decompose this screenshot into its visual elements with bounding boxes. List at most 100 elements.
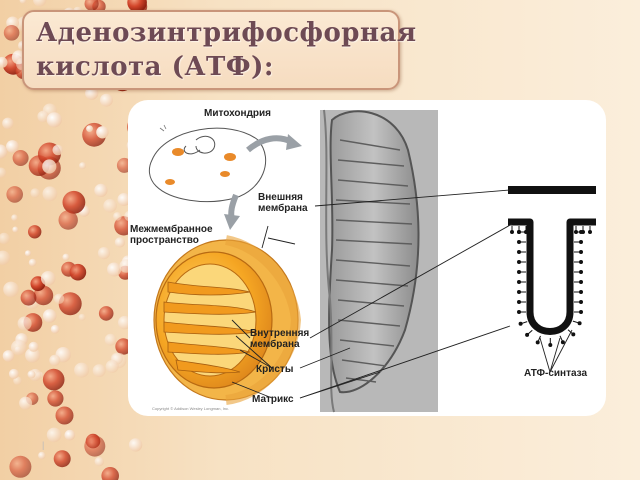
mitochondria-diagram <box>148 109 596 413</box>
pale-bead <box>42 309 57 323</box>
pale-bead <box>99 93 113 107</box>
atp-synthase-head <box>579 240 583 244</box>
page-mark: | <box>42 440 45 450</box>
pale-bead <box>62 253 70 261</box>
atp-synthase-head <box>517 300 521 304</box>
atp-synthase-head <box>510 230 514 234</box>
atp-synthase-head <box>517 250 521 254</box>
diagram-panel: Митохондрия Внешняя мембрана Межмембранн… <box>128 100 606 416</box>
atp-synthase-head <box>579 310 583 314</box>
pale-bead <box>27 370 36 379</box>
mito-dot <box>172 148 184 156</box>
atp-synthase-head <box>571 332 576 337</box>
arrow-to-mitochondrion-head <box>224 214 240 230</box>
copyright-note: Copyright © Addison Wesley Longman, Inc. <box>152 406 230 411</box>
pale-bead <box>49 354 61 366</box>
red-bead <box>98 306 114 321</box>
red-bead <box>9 455 32 478</box>
pale-bead <box>33 0 47 7</box>
pale-bead <box>25 347 41 363</box>
pale-bead <box>2 350 15 362</box>
label-matrix: Матрикс <box>252 394 294 405</box>
pale-bead <box>96 126 109 139</box>
red-bead <box>62 190 86 214</box>
pale-bead <box>8 368 19 379</box>
red-bead <box>55 406 74 425</box>
pale-bead <box>24 250 32 257</box>
pale-bead <box>5 140 19 153</box>
pale-bead <box>97 247 111 260</box>
red-bead <box>84 0 99 11</box>
pale-bead <box>0 232 10 245</box>
micrograph-cristae <box>335 139 413 383</box>
atp-synthase-head <box>518 321 523 326</box>
red-bead <box>53 450 71 468</box>
atp-synthase-head <box>517 280 521 284</box>
pale-bead <box>46 112 62 128</box>
atp-synthase-head <box>579 270 583 274</box>
label-inner-membrane: Внутренняя мембрана <box>250 328 310 350</box>
atp-synthase-head <box>579 300 583 304</box>
electron-micrograph <box>320 109 438 413</box>
atp-synthase-head <box>524 230 528 234</box>
pale-bead <box>42 186 58 202</box>
atp-synthase-head <box>560 340 565 345</box>
red-bead <box>115 338 132 355</box>
atp-synthase-head <box>579 260 583 264</box>
cell-sketch <box>148 124 267 203</box>
pale-bead <box>11 214 18 221</box>
inner-membrane-crista <box>508 218 596 347</box>
atp-synthase-head <box>579 250 583 254</box>
pale-bead <box>30 188 40 198</box>
atp-synthase-head <box>574 230 578 234</box>
red-bead <box>20 289 37 306</box>
pale-bead <box>0 167 7 178</box>
pale-bead <box>2 117 14 129</box>
pale-bead <box>38 451 46 460</box>
pale-bead <box>0 250 11 265</box>
pale-bead <box>79 162 87 170</box>
atp-synthase-head <box>517 260 521 264</box>
title-line-2: кислота (АТФ): <box>36 52 274 82</box>
atp-synthase-head <box>588 230 592 234</box>
red-bead <box>101 467 119 480</box>
pale-bead <box>10 339 27 356</box>
atp-synthase-head <box>535 340 540 345</box>
atp-synthase-head <box>517 310 521 314</box>
pale-bead <box>74 362 90 378</box>
pale-bead <box>40 271 56 286</box>
atp-synthase-head <box>517 230 521 234</box>
atp-synthase-head <box>517 240 521 244</box>
atp-synthase-head <box>548 343 553 347</box>
red-bead <box>42 368 65 391</box>
pale-bead <box>105 359 119 373</box>
atp-synthase-head <box>579 280 583 284</box>
pale-bead <box>28 341 39 352</box>
pale-bead <box>113 212 122 221</box>
mito-dot <box>224 153 236 161</box>
pale-bead <box>107 262 122 277</box>
pale-bead <box>114 237 125 248</box>
label-cristae: Кристы <box>256 364 294 375</box>
red-bead <box>47 390 64 407</box>
atp-synthase-head <box>581 230 585 234</box>
red-bead <box>127 0 147 13</box>
label-intermembrane-space: Межмембранное пространство <box>130 224 213 246</box>
pale-bead <box>37 110 49 123</box>
title-box: Аденозинтрифосфорная кислота (АТФ): <box>22 10 416 90</box>
pale-bead <box>12 226 19 233</box>
pale-bead <box>94 456 105 467</box>
label-mitochondria: Митохондрия <box>204 108 272 119</box>
red-bead <box>58 292 82 316</box>
pale-bead <box>92 364 106 378</box>
pale-bead <box>52 144 64 156</box>
pale-bead <box>86 125 93 132</box>
arrow-to-micrograph <box>246 135 294 153</box>
leader-lines <box>231 189 573 399</box>
slide-title: Аденозинтрифосфорная кислота (АТФ): <box>36 16 417 84</box>
red-bead <box>84 435 106 457</box>
pale-bead <box>19 396 33 410</box>
pale-bead <box>17 316 32 331</box>
pale-bead <box>50 324 60 334</box>
